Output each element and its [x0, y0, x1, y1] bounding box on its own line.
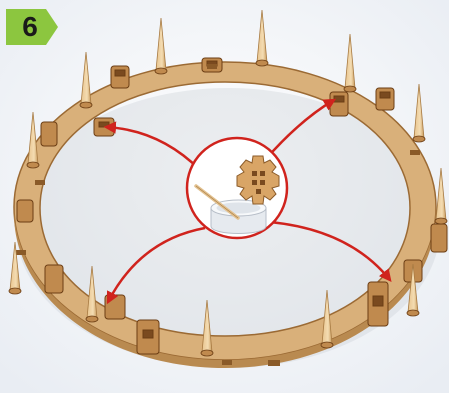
clip	[45, 265, 63, 293]
clip	[376, 88, 394, 110]
clip	[431, 224, 447, 252]
clip	[137, 320, 159, 354]
clip	[17, 200, 33, 222]
clip	[105, 295, 125, 319]
clip	[330, 92, 348, 116]
cog-icon	[237, 156, 279, 204]
center-detail	[187, 138, 287, 238]
clip	[111, 66, 129, 88]
clip	[41, 122, 57, 146]
step-number: 6	[15, 12, 45, 42]
clip	[368, 282, 388, 326]
step-badge: 6	[6, 9, 58, 45]
